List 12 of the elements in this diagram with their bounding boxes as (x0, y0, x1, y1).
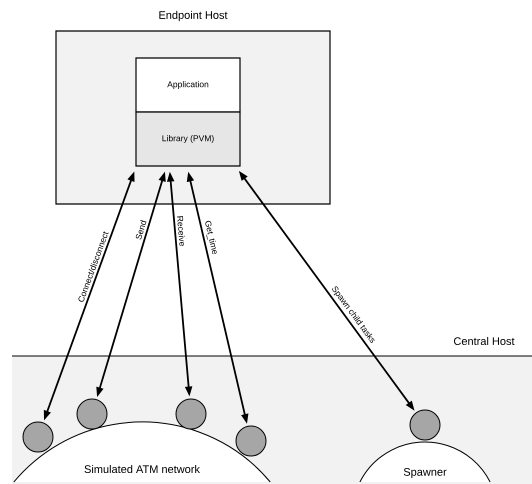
edge-label: Receive (177, 216, 185, 246)
port-circle (76, 398, 108, 430)
port-circle (22, 422, 54, 452)
edge-label: Get_time (205, 220, 217, 254)
process-box: Library (PVM) (135, 111, 241, 167)
port-circle (410, 410, 440, 440)
band-heading: Central Host (454, 336, 514, 346)
edge-label: Send (136, 220, 146, 240)
port-circle (176, 398, 206, 430)
port-circle (236, 426, 266, 456)
box-heading: Endpoint Host (159, 10, 228, 22)
process-box: Application (135, 57, 241, 113)
